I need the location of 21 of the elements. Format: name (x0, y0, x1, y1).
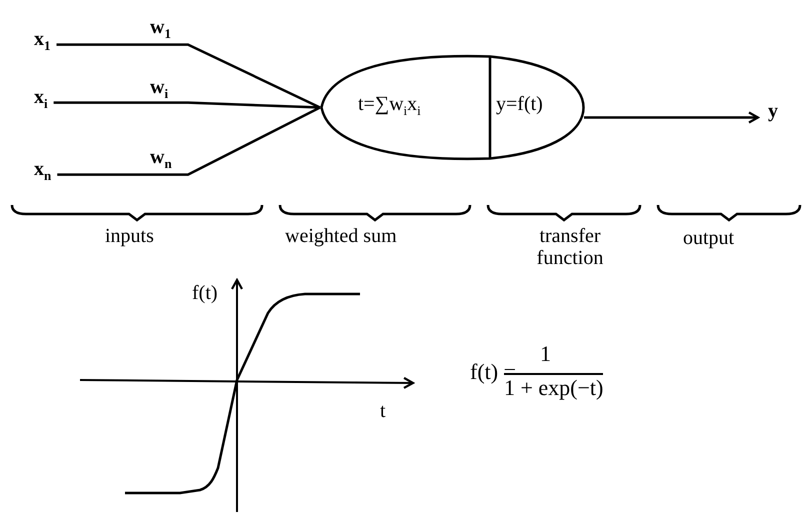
bracket-label: weighted sum (285, 225, 397, 247)
variable-label: y (768, 100, 778, 122)
arrow (584, 111, 760, 124)
bracket-label: transfer function (536, 225, 604, 269)
variable-label: x$_{1}$ (34, 28, 50, 54)
variable-label: x$_{i}$ (34, 86, 48, 112)
connection-line (56, 43, 321, 109)
edge-label: w$_{i}$ (150, 76, 168, 102)
formula-text: y=f(t) (496, 93, 543, 115)
edge-label: w$_{1}$ (150, 16, 171, 42)
neuron-ellipse (320, 55, 585, 160)
bracket-label: output (683, 227, 734, 249)
variable-label: x$_{n}$ (34, 158, 52, 184)
bracket-label: inputs (105, 225, 154, 247)
edge-label: w$_{n}$ (150, 146, 172, 172)
connection-line (57, 106, 321, 176)
formula-text: 1 (540, 342, 551, 366)
connection-line (54, 101, 320, 109)
axis-label: t (380, 400, 386, 422)
axis-label: f(t) (192, 282, 218, 304)
formula-text: t=∑w$_{i}$x$_{i}$ (358, 93, 421, 118)
